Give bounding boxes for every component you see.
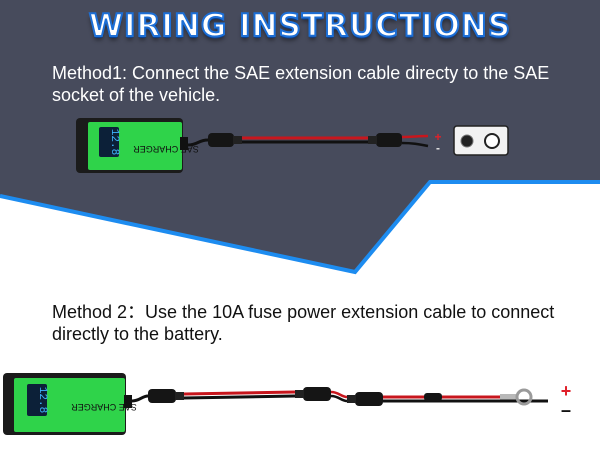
device-label: SAE CHARGER bbox=[71, 402, 137, 412]
fuse-holder bbox=[424, 393, 442, 401]
method1-cable bbox=[242, 134, 429, 148]
sae-socket-icon bbox=[453, 125, 509, 156]
device-label: SAE CHARGER bbox=[133, 144, 199, 154]
method2-sae-connectors bbox=[148, 387, 383, 406]
method2-cables bbox=[183, 390, 548, 403]
blue-edge-line bbox=[0, 180, 600, 275]
method1-sae-connector bbox=[208, 133, 402, 147]
method1-instructions: Method1: Connect the SAE extension cable… bbox=[52, 63, 550, 105]
method1-charger-device: 12.8 SAE CHARGER bbox=[76, 118, 199, 173]
voltage-readout: 12.8 bbox=[36, 387, 48, 413]
dark-panel bbox=[0, 0, 600, 272]
method2-positive-symbol: + bbox=[561, 381, 572, 401]
voltage-display bbox=[27, 384, 47, 416]
method1-negative-symbol: - bbox=[436, 141, 440, 155]
page-title: WIRING INSTRUCTIONS bbox=[88, 7, 512, 45]
voltage-display bbox=[99, 127, 119, 157]
ring-terminal-icon bbox=[515, 388, 533, 406]
method2-negative-symbol: – bbox=[561, 400, 571, 420]
method1-positive-symbol: + bbox=[434, 130, 441, 144]
method2-instructions: Method 2：Use the 10A fuse power extensio… bbox=[52, 302, 555, 344]
voltage-readout: 12.8 bbox=[108, 129, 120, 155]
method2-charger-device: 12.8 SAE CHARGER bbox=[3, 373, 137, 435]
